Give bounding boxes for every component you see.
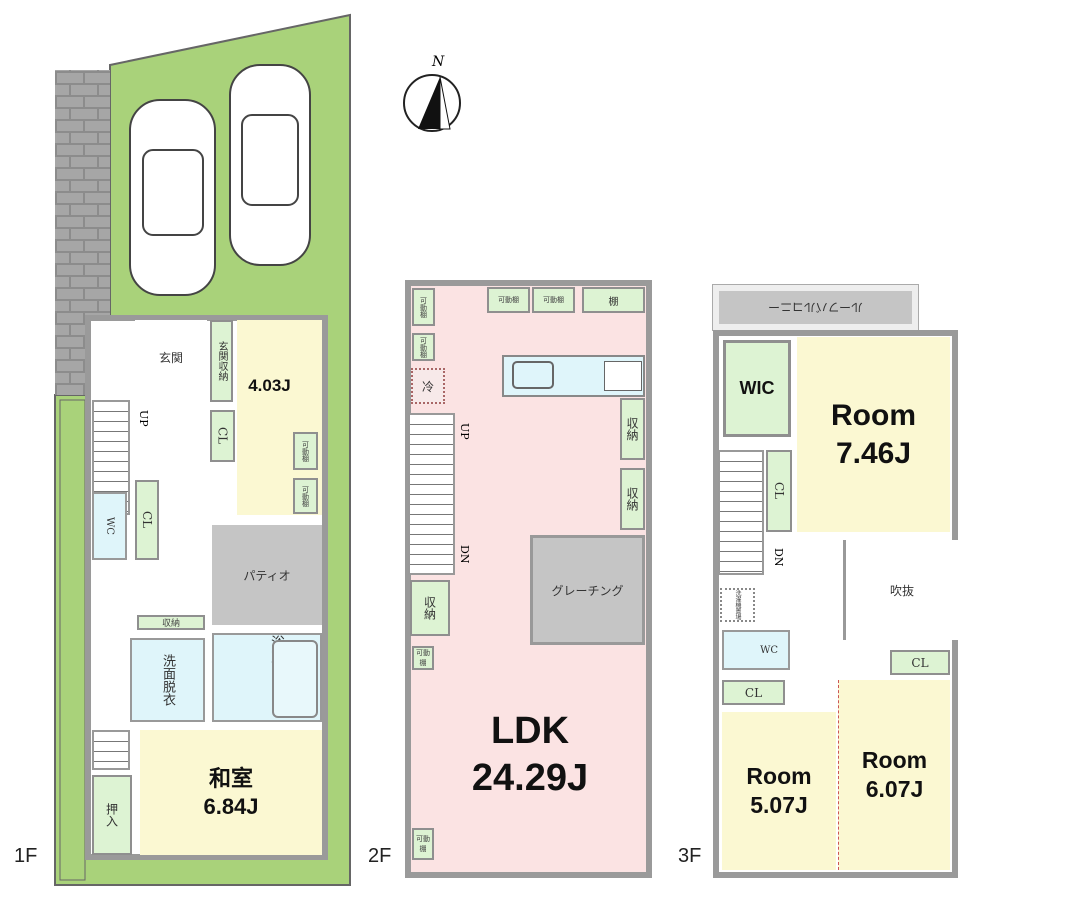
lot-strip <box>59 399 86 881</box>
grating: グレーチング <box>530 535 645 645</box>
bathtub-icon <box>272 640 318 718</box>
room-6-07: Room 6.07J <box>838 680 950 870</box>
ldk: LDK 24.29J <box>440 700 620 810</box>
storage: 収納 <box>620 468 645 530</box>
storage: 収納 <box>137 615 205 630</box>
stairs <box>92 730 130 770</box>
shelf: 可動棚 <box>412 828 434 860</box>
wc: WC <box>92 492 127 560</box>
kitchen-counter <box>502 355 645 397</box>
washitsu: 和室 6.84J <box>140 730 322 855</box>
closet: CL <box>890 650 950 675</box>
room-name: Room <box>831 399 916 432</box>
stairs-up-label: UP <box>458 423 471 440</box>
wc: WC <box>722 630 790 670</box>
floor-label: 1F <box>14 845 38 867</box>
shelf: 可動棚 <box>412 646 434 670</box>
room-name: LDK <box>490 709 570 752</box>
shelf: 可動棚 <box>412 288 435 326</box>
stove-icon <box>604 361 642 391</box>
sink-icon <box>512 361 554 389</box>
washroom: 洗面脱衣 <box>130 638 205 722</box>
stairs <box>718 450 764 575</box>
shelf: 可動棚 <box>293 432 318 470</box>
balcony-label: ルーフバルコニー <box>767 300 864 314</box>
storage: 収納 <box>410 580 450 636</box>
room-size: 6.07J <box>865 776 924 802</box>
fridge-space: 冷 <box>411 368 445 404</box>
patio: パティオ <box>212 525 322 625</box>
stairs-down-label: DN <box>772 548 785 567</box>
wic: WIC <box>723 340 791 437</box>
shelf: 可動棚 <box>487 287 530 313</box>
closet: CL <box>210 410 235 462</box>
stairs-down-label: DN <box>458 545 471 564</box>
room-size: 6.84J <box>203 793 259 819</box>
floor-label: 3F <box>678 845 702 867</box>
room-5-07: Room 5.07J <box>722 712 836 870</box>
car-icon <box>129 64 311 296</box>
void: 吹抜 <box>843 540 958 640</box>
stairs <box>408 413 455 575</box>
laundry-space: 洗濯機置場 <box>720 588 755 622</box>
entrance: 玄関 <box>135 320 207 395</box>
shelf: 可動棚 <box>412 333 435 361</box>
closet: CL <box>766 450 792 532</box>
stairs-up-label: UP <box>137 410 150 427</box>
room-name: 和室 <box>208 766 253 791</box>
compass-north-label: N <box>432 54 445 70</box>
room-name: Room <box>746 763 812 790</box>
room-size: 7.46J <box>835 436 912 470</box>
room-name: Room <box>861 747 928 774</box>
shelf: 棚 <box>582 287 645 313</box>
floor-label: 2F <box>368 845 392 867</box>
closet: CL <box>722 680 785 705</box>
roof-balcony: ルーフバルコニー <box>712 284 919 331</box>
storage: 収納 <box>620 398 645 460</box>
room-7-46: Room 7.46J <box>797 337 950 532</box>
north-compass-icon <box>403 74 461 132</box>
room-size: 5.07J <box>750 792 808 818</box>
room-size: 24.29J <box>471 757 589 799</box>
closet: CL <box>135 480 159 560</box>
shelf: 可動棚 <box>532 287 575 313</box>
oshiire: 押入 <box>92 775 132 855</box>
entrance-storage: 玄関収納 <box>210 320 233 402</box>
shelf: 可動棚 <box>293 478 318 514</box>
